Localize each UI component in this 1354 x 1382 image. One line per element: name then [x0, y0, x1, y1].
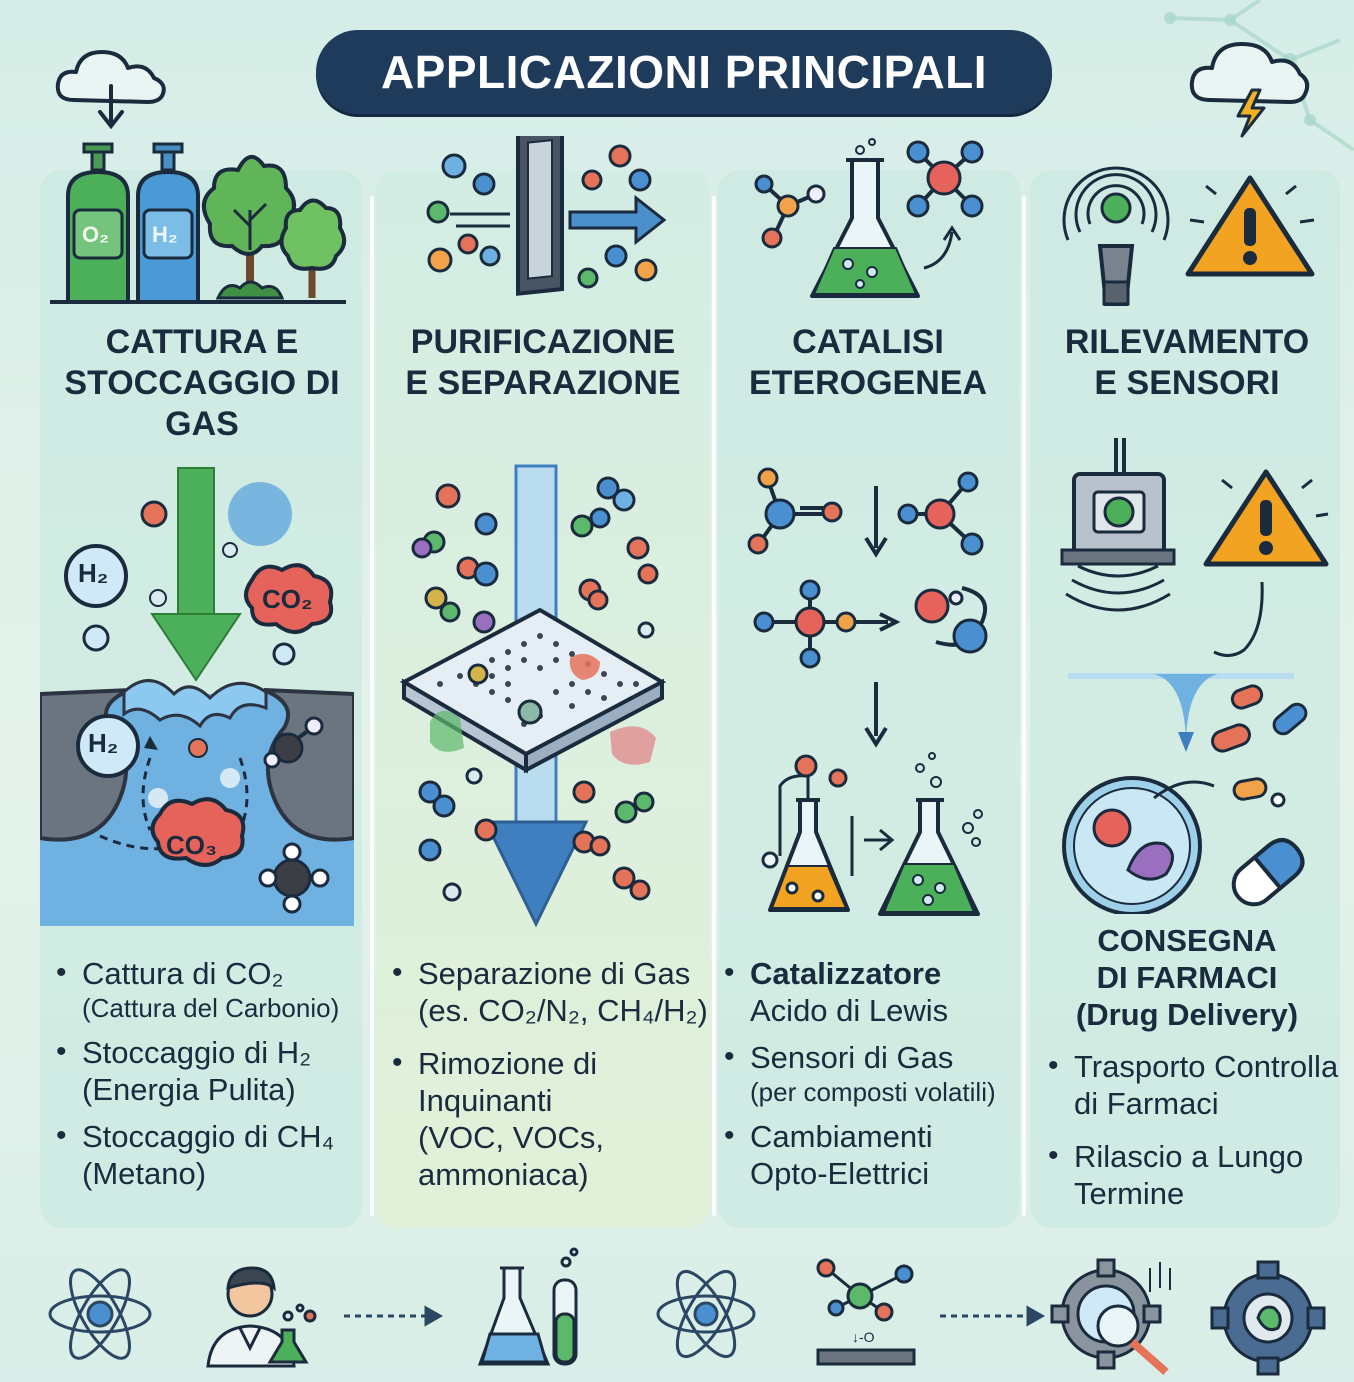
storm-cloud-icon: [1189, 42, 1310, 138]
heading-sensors: RILEVAMENTO E SENSORI: [1034, 322, 1340, 404]
bullet-sub: (per composti volatili): [750, 1077, 996, 1107]
porous-membrane-separation-illustration: [400, 464, 667, 928]
heading-gas-storage: CATTURA E STOCCAGGIO DI GAS: [44, 322, 360, 445]
heading-catalysis: CATALISI ETEROGENEA: [720, 322, 1016, 404]
bullet-main: Cambiamenti: [750, 1119, 933, 1154]
gas-cylinders-and-trees-illustration: [50, 142, 347, 304]
bullet-item: Separazione di Gas(es. CO₂/N₂, CH₄/H₂): [390, 954, 710, 1029]
column-divider: [712, 196, 716, 1216]
bullet-line: Rimozione di: [418, 1046, 598, 1081]
bullet-main: Stoccaggio di H₂: [82, 1035, 312, 1070]
bubble-label-h2: H₂: [78, 558, 109, 588]
catalysis-flask-icon: [754, 138, 984, 298]
heading-purification: PURIFICAZIONE E SEPARAZIONE: [378, 322, 708, 404]
heading-line: (Drug Delivery): [1075, 997, 1299, 1032]
dashed-arrow-icon: [940, 1305, 1046, 1327]
gear-icon: [1210, 1260, 1326, 1376]
gear-magnifier-icon: [1050, 1258, 1171, 1375]
filter-membrane-icon: [426, 136, 667, 296]
atom-icon: [48, 1268, 152, 1360]
heading-line: ETEROGENEA: [748, 364, 988, 402]
catalytic-reaction-scheme-illustration: [747, 467, 988, 916]
bullet-sub: Acido di Lewis: [750, 993, 949, 1028]
bullet-line: Separazione di Gas: [418, 956, 691, 991]
heading-line: STOCCAGGIO DI: [64, 364, 340, 402]
molecule-reaction-label: ↓-O: [852, 1329, 875, 1345]
column-divider: [1022, 196, 1026, 1216]
cloud-download-icon: [55, 50, 166, 130]
bubble-label-h2: H₂: [88, 728, 119, 758]
bullet-main: Cattura di CO₂: [82, 956, 284, 991]
gas-adsorption-pore-illustration: [40, 467, 354, 926]
molecule-reaction-icon: [816, 1258, 916, 1366]
heading-line: PURIFICAZIONE: [410, 323, 676, 361]
bullet-sub: (Metano): [82, 1156, 207, 1191]
bullet-sub: Opto-Elettrici: [750, 1156, 930, 1191]
bullet-item: Stoccaggio di CH₄(Metano): [54, 1117, 364, 1192]
bullet-line: Trasporto Controlla: [1074, 1049, 1339, 1084]
bullet-item: Stoccaggio di H₂(Energia Pulita): [54, 1033, 364, 1108]
bullet-line: ammoniaca): [418, 1157, 589, 1192]
heading-line: E SEPARAZIONE: [405, 364, 681, 402]
scientist-icon: [206, 1266, 317, 1368]
bullet-sub: (Cattura del Carbonio): [82, 993, 340, 1023]
bullet-sub: (Energia Pulita): [82, 1072, 296, 1107]
bullet-list-purification: Separazione di Gas(es. CO₂/N₂, CH₄/H₂) R…: [390, 954, 710, 1203]
cylinder-label-o2: O₂: [82, 222, 109, 247]
cylinder-label-h2: H₂: [152, 222, 178, 247]
bullet-list-gas-storage: Cattura di CO₂(Cattura del Carbonio) Sto…: [54, 954, 364, 1202]
heading-line: CONSEGNA: [1097, 923, 1277, 958]
bullet-main: Catalizzatore: [750, 956, 942, 991]
subheading-drug-delivery: CONSEGNA DI FARMACI (Drug Delivery): [1034, 922, 1340, 1033]
bullet-main: Sensori di Gas: [750, 1040, 954, 1075]
signal-sensor-and-warning-icon: [1062, 166, 1315, 306]
heading-line: CATALISI: [792, 323, 944, 361]
page-title: APPLICAZIONI PRINCIPALI: [316, 30, 1052, 114]
heading-line: GAS: [165, 405, 239, 443]
bullet-line: Inquinanti: [418, 1083, 553, 1118]
bullet-line: Rilascio a Lungo: [1074, 1139, 1304, 1174]
bubble-label-co2: CO₂: [262, 584, 313, 614]
heading-line: RILEVAMENTO: [1064, 323, 1310, 361]
bullet-line: (VOC, VOCs,: [418, 1120, 605, 1155]
bullet-line: (es. CO₂/N₂, CH₄/H₂): [418, 993, 708, 1028]
bullet-main: Stoccaggio di CH₄: [82, 1119, 335, 1154]
bubble-label-co3: CO₃: [166, 830, 218, 860]
dashed-arrow-icon: [344, 1305, 444, 1327]
heading-line: CATTURA E: [105, 323, 299, 361]
sensor-and-drug-delivery-illustration: [1060, 438, 1329, 914]
column-divider: [370, 196, 374, 1216]
bottom-icon-row: ↓-O: [48, 1247, 1326, 1376]
atom-icon: [656, 1269, 756, 1359]
heading-line: DI FARMACI: [1096, 960, 1278, 995]
bullet-item: Sensori di Gas(per composti volatili): [722, 1038, 1022, 1108]
heading-line: E SENSORI: [1094, 364, 1280, 402]
lab-flask-icon: [477, 1247, 579, 1366]
bullet-line: di Farmaci: [1074, 1086, 1219, 1121]
bullet-item: Cattura di CO₂(Cattura del Carbonio): [54, 954, 364, 1024]
bullet-line: Termine: [1074, 1176, 1185, 1211]
